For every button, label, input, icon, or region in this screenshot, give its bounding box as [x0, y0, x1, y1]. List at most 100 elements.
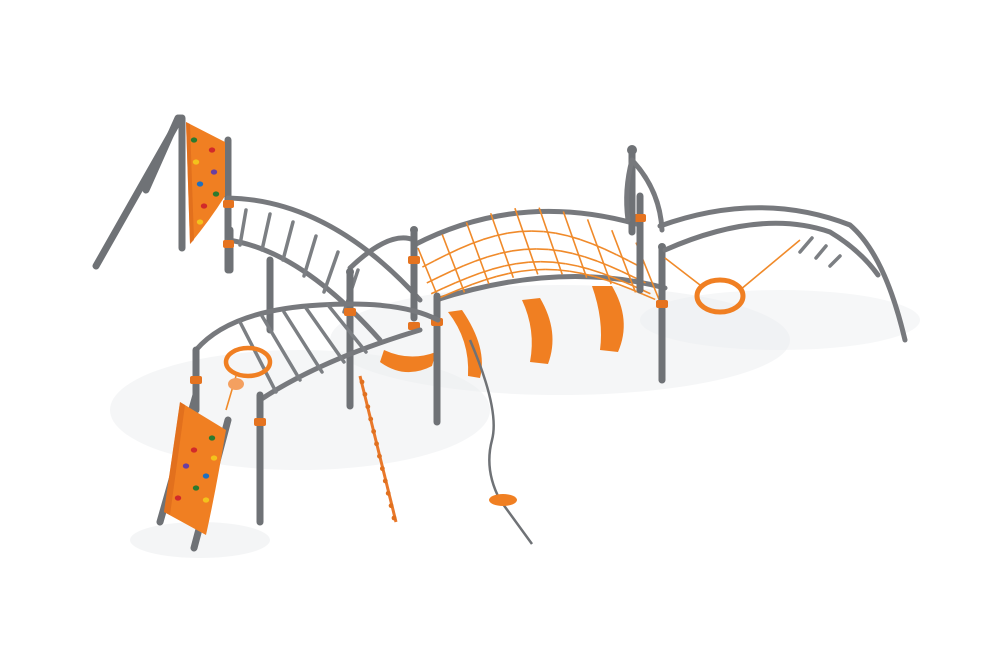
net-rope: [491, 265, 505, 270]
disc-seat: [489, 494, 517, 506]
pole-clamp: [223, 240, 234, 248]
rope-knot: [388, 503, 394, 509]
climbing-hold: [212, 191, 220, 197]
climbing-hold: [182, 463, 190, 469]
net-rope: [591, 243, 605, 250]
net-top-arch-back: [411, 208, 643, 248]
net-rope: [487, 252, 500, 258]
net-rope: [519, 230, 532, 233]
net-rope: [482, 235, 496, 241]
climbing-hold: [196, 219, 204, 225]
climbing-hold: [210, 169, 218, 175]
climbing-hold: [200, 203, 208, 209]
net-rope: [581, 272, 595, 278]
net-rope: [601, 272, 615, 279]
net-rope: [438, 270, 452, 278]
net-rope: [430, 287, 444, 295]
net-rope: [459, 283, 473, 290]
climbing-hold: [190, 447, 198, 453]
back-climbing-wall: [92, 114, 232, 274]
climbing-holds: [190, 137, 220, 225]
net-rope: [499, 250, 513, 255]
front-climbing-wall: [156, 391, 232, 552]
rope-knot: [371, 429, 377, 434]
net-rope: [495, 232, 508, 237]
net-rope: [508, 270, 522, 275]
net-rope: [560, 250, 573, 255]
rope-knot: [362, 391, 368, 397]
net-rope: [606, 279, 619, 286]
net-rope: [555, 232, 569, 237]
net-rope: [484, 275, 497, 281]
net-rope: [447, 288, 461, 295]
net-rope: [613, 276, 627, 284]
rope-knot: [365, 404, 371, 410]
net-rope: [538, 207, 563, 275]
net-rope: [458, 243, 472, 250]
rope-knot: [359, 379, 365, 385]
swing-seat-1: [448, 310, 482, 378]
net-rope: [524, 248, 537, 251]
net-rope: [441, 234, 466, 293]
net-rope: [516, 261, 529, 265]
net-rope: [584, 256, 598, 262]
net-rope: [596, 260, 610, 267]
net-rope: [504, 262, 517, 267]
gym-ring-right: [694, 277, 746, 315]
net-rope: [471, 279, 485, 286]
net-rope: [467, 272, 481, 279]
climbing-hold: [174, 495, 182, 501]
net-rope: [465, 222, 490, 285]
net-rope: [608, 265, 622, 273]
net-rope: [577, 265, 590, 270]
net-rope: [507, 230, 520, 234]
front-arch-section: [190, 301, 441, 526]
net-rope: [536, 248, 549, 251]
disc-swing: [468, 339, 534, 545]
net-rope: [579, 238, 593, 245]
rope-knot: [385, 490, 391, 496]
climbing-hold: [202, 497, 210, 503]
knotted-rope: [358, 375, 398, 523]
net-rope: [434, 254, 448, 262]
hammock-seat: [380, 350, 436, 373]
net-rope: [496, 272, 509, 278]
net-rope: [569, 270, 583, 275]
rope-knot: [382, 478, 388, 484]
net-rope: [567, 235, 581, 241]
climbing-hold: [208, 147, 216, 153]
net-rope: [552, 261, 566, 265]
swing-seat-3: [592, 286, 624, 352]
net-rope: [450, 265, 464, 273]
net-rope: [520, 269, 534, 273]
wall-panel: [186, 122, 225, 244]
rope-knot: [379, 466, 385, 471]
rope-net: [417, 207, 661, 303]
net-rope: [589, 268, 602, 274]
ladder-rail-bottom: [225, 237, 383, 343]
net-rope: [475, 256, 488, 262]
net-rope: [479, 268, 493, 274]
net-rope: [426, 276, 440, 284]
support-leg-inner: [142, 114, 182, 194]
climbing-hold: [192, 159, 200, 165]
net-rope: [446, 248, 460, 256]
net-rope: [531, 230, 544, 233]
climbing-hold: [192, 485, 200, 491]
big-arch-outer: [657, 205, 908, 343]
front-arch-top: [193, 301, 441, 353]
net-rope: [422, 260, 435, 268]
front-climbing-holds: [174, 435, 218, 503]
ladder-rail-top: [225, 195, 423, 303]
net-rope: [489, 213, 515, 279]
rope-knot: [391, 515, 397, 521]
right-arch-section: [624, 145, 908, 343]
rope-knot: [374, 441, 379, 447]
climbing-hold: [208, 435, 216, 441]
net-rope: [642, 293, 656, 301]
net-rope: [514, 207, 539, 275]
gym-ring-left: [223, 345, 273, 379]
swing-seat-2: [522, 298, 553, 364]
climbing-hold: [190, 137, 198, 143]
